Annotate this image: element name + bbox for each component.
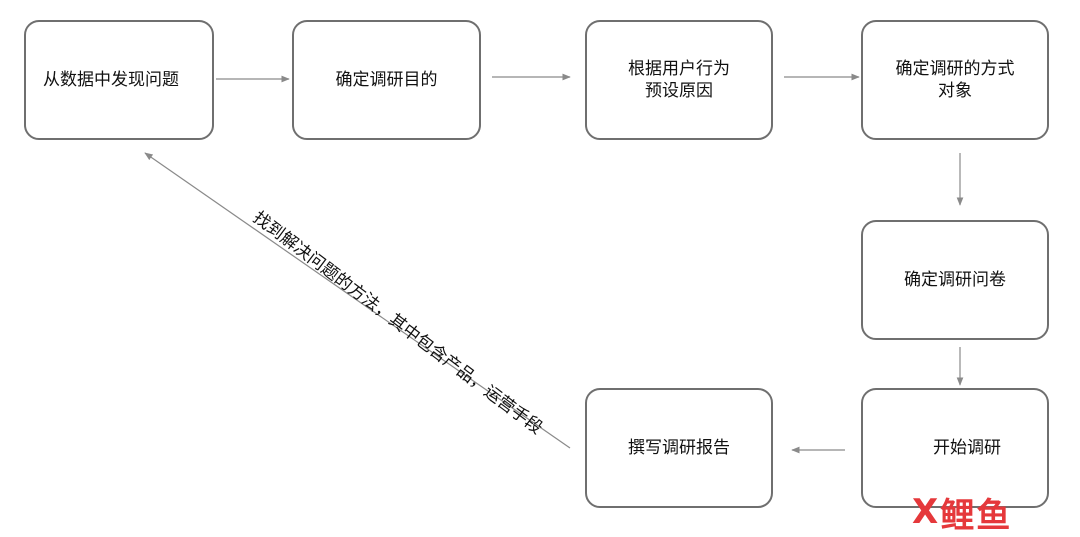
node-define-method: 确定调研的方式 对象 [861,20,1049,140]
node-discover-problem: 从数据中发现问题 [24,20,214,140]
logo-char-3: 鱼 [976,495,1013,536]
node-start-research-label: 开始调研 [933,438,1001,458]
node-define-method-label: 确定调研的方式 对象 [895,59,1015,101]
node-hypothesize-cause: 根据用户行为 预设原因 [585,20,773,140]
node-write-report: 撰写调研报告 [585,388,773,508]
node-questionnaire: 确定调研问卷 [861,220,1049,340]
node-questionnaire-label: 确定调研问卷 [904,270,1006,290]
node-discover-problem-label: 从数据中发现问题 [43,70,179,90]
arrow-n7-to-n1-feedback [144,152,571,449]
node-define-goal: 确定调研目的 [292,20,481,140]
node-start-research: 开始调研 [861,388,1049,508]
watermark-logo: X 鲤 鱼 [912,492,1062,536]
logo-char-1: X [912,492,941,532]
node-define-goal-label: 确定调研目的 [335,70,438,90]
node-hypothesize-cause-label: 根据用户行为 预设原因 [628,59,730,101]
logo-char-2: 鲤 [940,495,977,536]
node-write-report-label: 撰写调研报告 [628,438,730,458]
